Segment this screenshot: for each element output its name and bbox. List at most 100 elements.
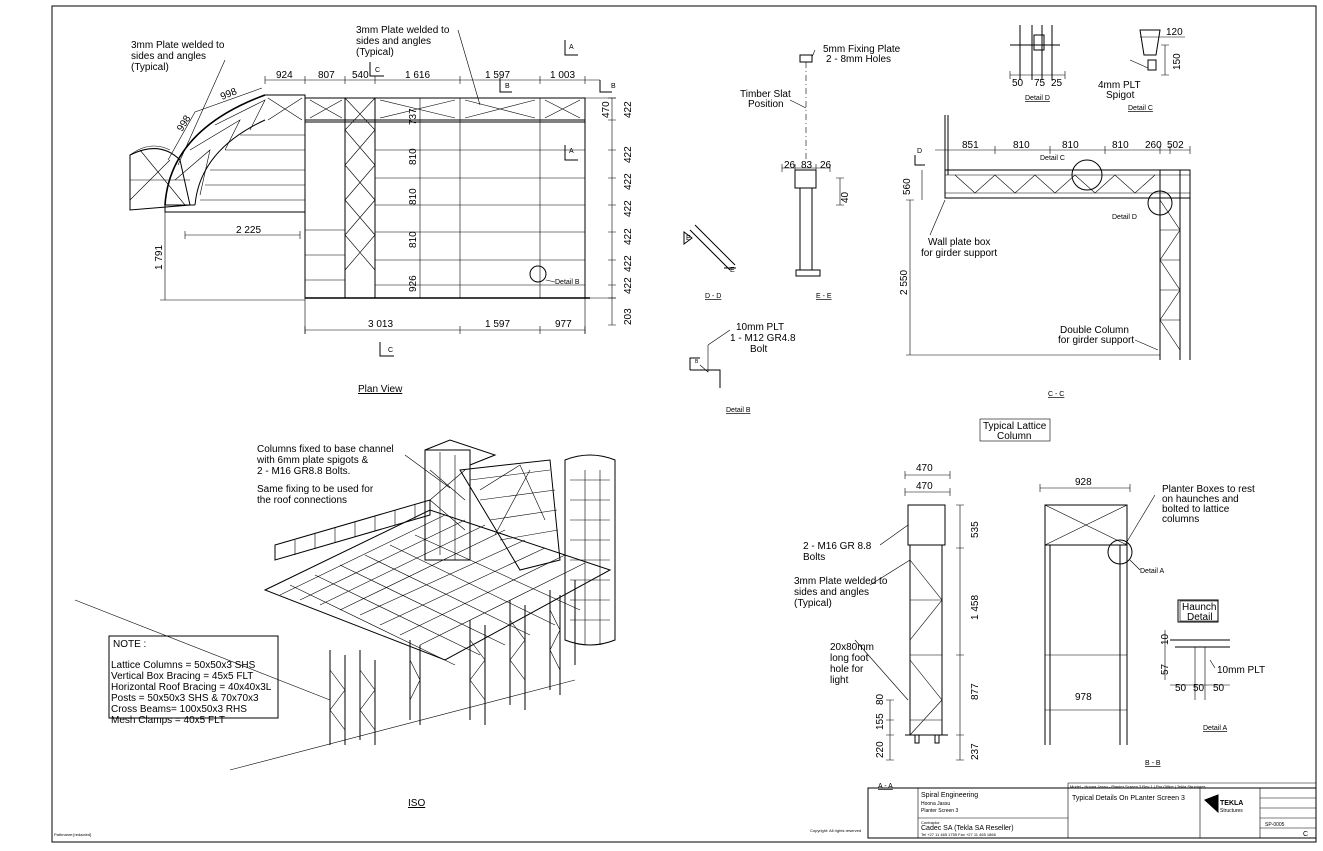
section-mark-c2: C [388,347,393,354]
tb-client-label: Contractor [921,820,940,825]
plan-dim-inner-h: 2 225 [236,225,261,236]
haunch-title: Detail A [1203,725,1227,732]
notes-line: Mesh Clamps = 40x5 FLT [111,715,225,726]
cc-mark: D [917,148,922,155]
haunch-label-1: Haunch [1182,602,1216,613]
plan-dim-bottom: 3 013 [368,319,393,330]
section-mark-a2: A [569,148,574,155]
iso-view [74,439,616,771]
aa-dim-right: 535 [970,521,981,538]
plan-dim-inner: 810 [408,231,419,248]
plan-note-left-2: sides and angles [131,51,206,62]
plan-detail-b-label: Detail B [555,279,580,286]
tb-company: Spiral Engineering [921,792,978,799]
bb-dim-mid: 978 [1075,692,1092,703]
bb-note-2: on haunches and [1162,494,1239,505]
section-dd-title: D - D [705,293,721,300]
detail-d-dim: 75 [1034,78,1046,89]
title-block [867,782,1317,839]
haunch-dim: 57 [1160,663,1171,675]
haunch-dim: 50 [1175,683,1187,694]
bb-dim-top: 928 [1075,477,1092,488]
plan-dim-right: 422 [623,277,634,294]
section-aa-title: A - A [878,783,893,790]
tb-copyright: Copyright: All rights reserved [810,828,861,833]
tb-drawing-title: Typical Details On PLanter Screen 3 [1072,795,1185,802]
tb-line2: Hoona Jassu [921,801,950,807]
detail-c-circle [1071,159,1103,191]
plan-dim-right: 470 [601,101,612,118]
tb-header-strip: Model - Hoona Jassu - Planter Screen 3 R… [1070,784,1206,789]
cc-callout-c: Detail C [1040,155,1065,162]
plan-dim-arc: 998 [219,86,239,103]
detail-d [1009,25,1066,80]
tb-left-footer: Pathname:[redacted] [54,832,91,837]
lattice-label-2: Column [997,431,1031,442]
ee-note-fixing-2: 2 - 8mm Holes [826,54,891,65]
ee-dim: 26 [820,160,832,171]
ee-note-slat-1: Timber Slat [740,89,791,100]
tb-logo-sub: Structures [1220,808,1243,814]
detail-b [689,329,731,388]
ee-dim: 83 [801,160,813,171]
section-dd-mark: E [730,267,735,274]
detail-b-circle [529,265,547,283]
section-cc-title: C - C [1048,391,1064,398]
plan-view-title: Plan View [358,384,403,395]
plan-note-top-3: (Typical) [356,47,394,58]
cc-dim: 810 [1062,140,1079,151]
plan-dim-top: 807 [318,70,335,81]
section-bb-title: B - B [1145,760,1161,767]
ee-note-fixing-1: 5mm Fixing Plate [823,44,901,55]
detail-d-dim: 25 [1051,78,1063,89]
detail-b-title: Detail B [726,407,751,414]
detail-b-note-3: Bolt [750,344,767,355]
cc-note-double-1: Double Column [1060,325,1129,336]
cc-dim: 851 [962,140,979,151]
section-mark-a: A [569,44,574,51]
plan-dim-right: 422 [623,255,634,272]
bb-note-1: Planter Boxes to rest [1162,484,1255,495]
aa-dim-left: 220 [875,741,886,758]
tb-rev: C [1303,831,1308,838]
detail-c-title: Detail C [1128,105,1153,112]
detail-b-mark: B [695,359,699,365]
plan-dim-right: 422 [623,228,634,245]
aa-note-plate-3: (Typical) [794,598,832,609]
cc-dim-560: 560 [902,178,913,195]
plan-dim-top: 1 597 [485,70,510,81]
notes-line: Vertical Box Bracing = 45x5 FLT [111,671,253,682]
section-dd [683,224,736,271]
section-dd-mark: E [686,235,691,242]
detail-d-dim: 50 [1012,78,1024,89]
plan-dim-top: 1 616 [405,70,430,81]
plan-dim-right: 422 [623,173,634,190]
sheet-border [51,5,1317,843]
plan-dim-right: 422 [623,200,634,217]
cc-dim-2550: 2 550 [899,270,910,295]
cc-dim: 810 [1112,140,1129,151]
iso-note-4: Same fixing to be used for [257,484,374,495]
aa-dim-right: 1 458 [970,595,981,620]
section-mark-c: C [375,67,380,74]
aa-dim-left: 80 [875,693,886,705]
plan-dim-inner: 737 [408,108,419,125]
lattice-label-box [979,418,1051,442]
detail-a-circle [1107,539,1133,565]
cc-callout-d: Detail D [1112,214,1137,221]
aa-note-bolts-2: Bolts [803,552,825,563]
iso-title: ISO [408,798,425,809]
aa-note-hole-4: light [830,675,849,686]
aa-note-plate-2: sides and angles [794,587,869,598]
plan-note-left-1: 3mm Plate welded to [131,40,225,51]
detail-c-note-1: 4mm PLT [1098,80,1141,91]
plan-view [129,29,616,357]
section-ee [781,49,844,277]
cc-dim: 502 [1167,140,1184,151]
iso-note-2: with 6mm plate spigots & [256,455,368,466]
tb-client: Cadec SA (Tekla SA Reseller) [921,825,1014,832]
iso-note-1: Columns fixed to base channel [257,444,394,455]
detail-c [1129,29,1185,76]
